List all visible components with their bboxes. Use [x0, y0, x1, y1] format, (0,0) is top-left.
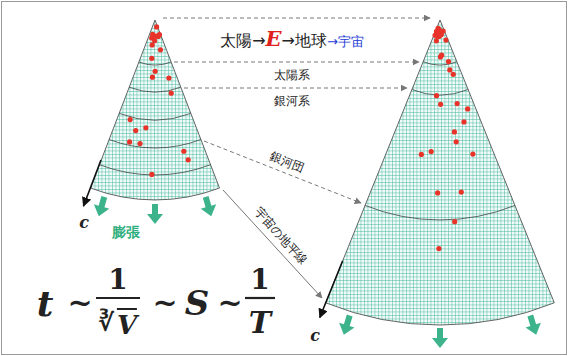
galaxy-dot	[137, 141, 142, 146]
formula-operator: ~	[217, 288, 242, 318]
light-speed-arrow	[84, 160, 102, 206]
scale-arc	[109, 140, 201, 148]
expansion-label: 膨張	[112, 225, 140, 239]
galaxy-dot	[465, 106, 470, 111]
galaxy-dot	[127, 139, 132, 144]
flow-text: 太陽→	[220, 33, 265, 49]
horizon-label: 宇宙の地平線	[252, 205, 309, 266]
galaxy-dot	[436, 246, 441, 251]
galaxy-dot	[451, 72, 456, 77]
galaxy-dots	[127, 24, 475, 251]
cone-sector	[326, 20, 555, 325]
scale-arc	[365, 205, 515, 220]
fraction-bar	[96, 297, 140, 299]
galaxy-dot	[439, 53, 444, 58]
galaxy-dot	[150, 32, 155, 37]
galaxy-dot	[438, 102, 443, 107]
dashed-arrow	[174, 62, 419, 63]
galaxy-dot	[166, 75, 171, 80]
galaxy-dot	[419, 152, 424, 157]
scale-arc	[100, 165, 211, 175]
fraction-bar	[245, 297, 275, 299]
galaxy-dot	[169, 91, 174, 96]
galaxy-dot	[452, 219, 457, 224]
scale-arc	[129, 87, 181, 92]
light-speed-arrow	[320, 261, 343, 318]
galaxy-dot	[154, 24, 159, 29]
light-speed-label: c	[79, 215, 89, 231]
galaxy-dot	[435, 190, 440, 195]
galaxy-dot	[454, 139, 459, 144]
left-cone	[91, 20, 220, 200]
galaxy-dot	[455, 101, 460, 106]
formula-symbol: S	[185, 286, 210, 320]
scale-label: 銀河系	[274, 95, 310, 107]
dashed-arrow	[163, 18, 430, 19]
galaxy-dot	[470, 152, 475, 157]
formula-number: 1	[108, 266, 127, 294]
galaxy-dot	[446, 59, 451, 64]
galaxy-dot	[429, 149, 434, 154]
formula-operator: ~	[67, 288, 92, 318]
galaxy-dot	[133, 128, 138, 133]
galaxy-dot	[156, 34, 161, 39]
horizon-arrow	[223, 190, 322, 298]
galaxy-dot	[153, 69, 158, 74]
galaxy-dot	[143, 125, 148, 130]
correspondence-arrows	[163, 18, 430, 298]
expansion-arrow	[336, 313, 357, 337]
galaxy-dot	[434, 93, 439, 98]
galaxy-dot	[149, 56, 154, 61]
galaxy-dot	[434, 38, 439, 43]
expansion-arrow	[198, 195, 219, 219]
galaxy-dot	[150, 42, 155, 47]
galaxy-dot	[443, 38, 448, 43]
galaxy-dot	[181, 149, 186, 154]
scale-arc	[412, 90, 468, 95]
galaxy-dot	[149, 172, 154, 177]
formula-symbol: t	[37, 285, 54, 321]
expansion-arrows	[91, 195, 544, 348]
scale-label: 太陽系	[274, 69, 310, 81]
galaxy-dot	[461, 119, 466, 124]
formula-operator: ~	[152, 288, 177, 318]
expansion-arrow	[91, 195, 112, 219]
scale-label: 銀河団	[268, 150, 306, 174]
galaxy-dot	[128, 117, 133, 122]
energy-symbol: E	[266, 28, 282, 49]
formula-radical: ∛	[98, 311, 114, 335]
expansion-arrow	[147, 204, 163, 224]
galaxy-dot	[452, 129, 457, 134]
galaxy-dot	[436, 32, 441, 37]
expansion-arrow	[432, 328, 448, 348]
galaxy-dot	[150, 75, 155, 80]
dashed-arrow	[204, 141, 361, 203]
formula-symbol: V	[117, 308, 137, 338]
expansion-arrow	[523, 313, 544, 337]
cone-sector	[91, 20, 220, 200]
flow-text: →地球	[282, 33, 327, 49]
light-speed-label: c	[310, 328, 320, 344]
galaxy-dot	[447, 67, 452, 72]
right-cone	[326, 20, 555, 325]
flow-text: →宇宙	[327, 35, 364, 48]
flow-row: 太陽→E→地球→宇宙	[220, 28, 364, 49]
dashed-arrow	[184, 88, 407, 89]
formula-number: 1	[250, 266, 269, 294]
scale-arc	[423, 62, 457, 65]
formula-symbol: T	[249, 308, 271, 338]
galaxy-dot	[186, 157, 191, 162]
scale-arc	[139, 62, 171, 65]
galaxy-dot	[158, 47, 163, 52]
galaxy-dot	[459, 189, 464, 194]
